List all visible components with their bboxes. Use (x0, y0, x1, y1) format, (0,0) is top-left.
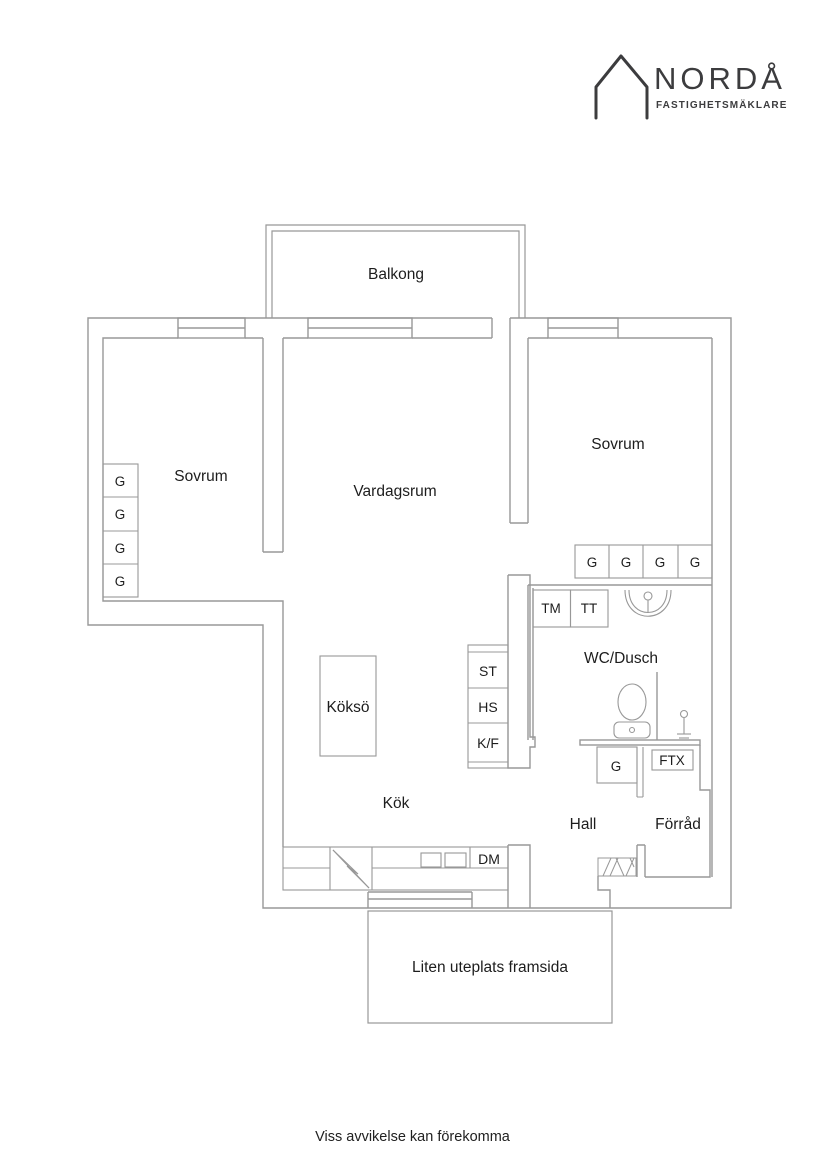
house-logo-icon (594, 54, 649, 120)
bedroom-left-walls (102, 317, 284, 602)
wardrobe-labels-left: G G G G (115, 474, 126, 589)
kitchen-counter (282, 846, 509, 891)
fridge-freezer-label: K/F (477, 735, 499, 751)
wardrobe-labels-right: G G G G (587, 555, 701, 570)
cleaning-cabinet-label: ST (479, 663, 497, 679)
storage-label: Förråd (655, 816, 701, 833)
room-labels: Balkong Sovrum Vardagsrum Sovrum WC/Dusc… (174, 266, 701, 976)
wardrobe-label: G (690, 555, 701, 570)
entry-door-threshold (597, 857, 637, 877)
wardrobe-label: G (115, 574, 126, 589)
kitchen-island-label: Köksö (326, 699, 369, 716)
toilet-icon (613, 683, 651, 739)
dishwasher-label: DM (478, 851, 500, 867)
living-room-label: Vardagsrum (353, 483, 436, 500)
wardrobe-label: G (115, 541, 126, 556)
patio-label: Liten uteplats framsida (412, 959, 568, 976)
living-room-walls (283, 317, 529, 524)
wardrobe-label: G (115, 474, 126, 489)
bathroom-walls (527, 584, 712, 746)
hall-label: Hall (570, 816, 597, 833)
kitchen-left-wall (263, 600, 284, 847)
bathroom-label: WC/Dusch (584, 650, 658, 667)
wardrobe-label: G (655, 555, 666, 570)
balcony-railing (265, 224, 526, 318)
brand-logo: NORDÅ FASTIGHETSMÄKLARE (0, 0, 825, 130)
kitchen-hall-wall (507, 574, 536, 908)
bedroom-right-walls (528, 317, 713, 877)
bedroom-right-wardrobes (574, 544, 713, 579)
bedroom-left-label: Sovrum (174, 468, 227, 485)
stove-icon (332, 849, 370, 889)
washer-dryer-boxes (532, 589, 609, 628)
ventilation-unit-label: FTX (659, 753, 685, 768)
balcony-label: Balkong (368, 266, 424, 283)
patio-outline (367, 910, 613, 1024)
bedroom-right-label: Sovrum (591, 436, 644, 453)
hall-wardrobe-label: G (611, 759, 622, 774)
wardrobe-label: G (587, 555, 598, 570)
kitchen-island (319, 655, 377, 757)
disclaimer-text: Viss avvikelse kan förekomma (315, 1129, 510, 1145)
kitchen-tall-cabinets (467, 644, 509, 769)
outer-walls (87, 317, 732, 909)
kitchen-label: Kök (383, 795, 410, 812)
fixture-labels: Köksö DM TM TT ST HS K/F FTX G (326, 601, 684, 867)
wardrobe-label: G (115, 507, 126, 522)
bedroom-left-wardrobes (102, 463, 139, 598)
brand-name: NORDÅ (654, 61, 786, 96)
brand-tagline: FASTIGHETSMÄKLARE (656, 100, 788, 111)
kitchen-window (367, 891, 473, 908)
shower-mixer-icon (677, 709, 691, 739)
tall-cabinet-label: HS (478, 699, 497, 715)
bathroom-sink-icon (624, 589, 672, 617)
wardrobe-label: G (621, 555, 632, 570)
storage-entry-walls (597, 745, 711, 908)
tumble-dryer-label: TT (581, 601, 598, 616)
washing-machine-label: TM (541, 601, 561, 616)
hall-closet-walls (596, 746, 694, 798)
